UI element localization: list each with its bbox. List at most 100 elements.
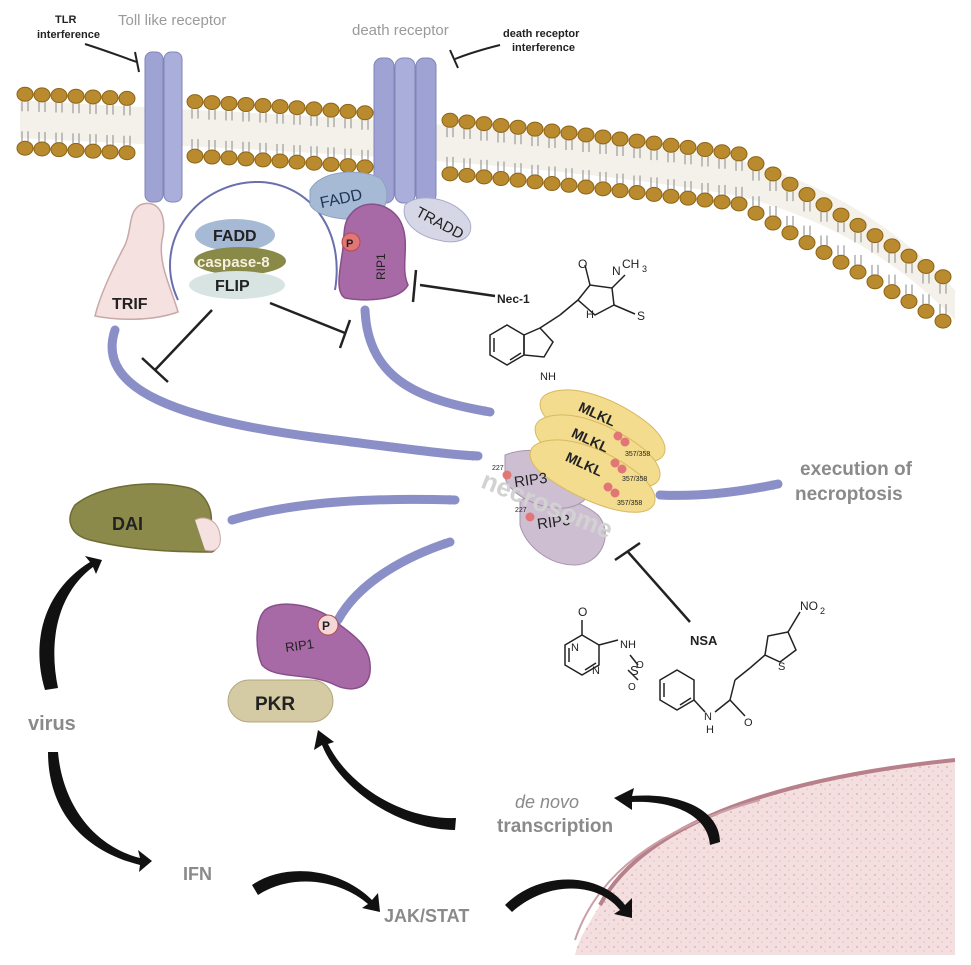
lipid-head-outer — [356, 105, 374, 121]
disc-inhibits-trif — [141, 309, 213, 383]
disc-caspase-8-label: caspase-8 — [197, 254, 270, 271]
lipid-head-inner — [50, 142, 68, 158]
mlkl-2-site: 357/358 — [622, 476, 647, 483]
lipid-tail — [208, 139, 216, 150]
lipid-head-outer — [271, 99, 289, 115]
lipid-tail — [939, 283, 947, 294]
lipid-head-inner — [832, 254, 850, 270]
toll-like-receptor — [144, 51, 183, 203]
rip1-lower-phospho-label: P — [322, 619, 330, 633]
lipid-head-outer — [832, 207, 850, 223]
lipid-tail — [599, 171, 607, 182]
arrow-transcription-to-pkr — [314, 730, 456, 830]
arrow-to-execution — [655, 479, 783, 500]
nsa-chem-n2: N — [592, 665, 600, 677]
lipid-tail — [497, 161, 505, 172]
nec1-inhibitor — [411, 269, 496, 303]
lipid-tail — [582, 141, 590, 152]
lipid-tail — [259, 142, 267, 153]
lipid-tail — [106, 134, 114, 145]
lipid-head-outer — [764, 166, 782, 182]
lipid-tail — [616, 173, 624, 184]
lipid-tail — [650, 177, 658, 188]
lipid-tail — [89, 103, 97, 114]
nucleus — [574, 758, 956, 955]
arrow-ifn-to-jakstat — [252, 871, 380, 912]
lipid-tail — [480, 159, 488, 170]
nsa-chem-n3: N — [704, 711, 712, 723]
lipid-tail — [684, 154, 692, 165]
lipid-tail — [820, 235, 828, 246]
lipid-head-outer — [492, 117, 510, 133]
lipid-head-outer — [475, 116, 493, 132]
lipid-head-inner — [118, 145, 136, 161]
lipid-tail — [276, 143, 284, 154]
pathway-arrows — [107, 305, 783, 625]
dai: DAI — [69, 483, 221, 553]
lipid-tail — [837, 222, 845, 233]
lipid-tail — [21, 131, 29, 142]
lipid-tail — [208, 109, 216, 120]
lipid-tail — [242, 111, 250, 122]
lipid-head-outer — [594, 129, 612, 145]
lipid-head-outer — [339, 103, 357, 119]
lipid-head-outer — [509, 119, 527, 135]
lipid-head-outer — [611, 131, 629, 147]
lipid-head-inner — [339, 158, 357, 174]
rip1-lower: RIP1 P — [256, 603, 371, 690]
lipid-tail — [922, 294, 930, 305]
lipid-tail — [344, 148, 352, 159]
nsa-structure — [564, 611, 801, 717]
lipid-head-inner — [458, 167, 476, 183]
death-receptor — [373, 57, 437, 204]
lipid-tail — [514, 163, 522, 174]
lipid-head-outer — [849, 217, 867, 233]
lipid-head-inner — [186, 148, 204, 164]
lipid-head-inner — [696, 192, 714, 208]
lipid-head-inner — [900, 293, 918, 309]
pkr-label: PKR — [255, 694, 295, 715]
lipid-head-inner — [33, 141, 51, 157]
lipid-head-outer — [679, 139, 697, 155]
lipid-head-outer — [84, 89, 102, 105]
nec1-chem-o: O — [578, 257, 587, 271]
rip1-lower-phospho — [317, 614, 339, 636]
rip3-lower-phospho — [525, 512, 535, 522]
lipid-tail — [650, 150, 658, 161]
arrow-virus-to-dai — [39, 556, 102, 690]
lipid-tail — [531, 164, 539, 175]
cell-membrane — [16, 86, 955, 329]
lipid-head-inner — [84, 143, 102, 159]
lipid-head-outer — [696, 142, 714, 158]
rip3-lower-site: 227 — [515, 507, 527, 514]
lipid-head-outer — [577, 127, 595, 143]
disc-inhibits-rip1 — [269, 301, 352, 349]
lipid-head-inner — [764, 215, 782, 231]
nsa-chem-o2: O — [636, 660, 644, 671]
lipid-head-inner — [662, 188, 680, 204]
lipid-tail — [888, 252, 896, 263]
lipid-tail — [446, 127, 454, 138]
lipid-head-outer — [220, 96, 238, 112]
lipid-head-outer — [67, 88, 85, 104]
lipid-head-outer — [917, 258, 935, 274]
rip1-upper-phospho — [341, 232, 361, 252]
mlkl-3-site: 357/358 — [617, 500, 642, 507]
lipid-tail — [701, 156, 709, 167]
lipid-tail — [55, 102, 63, 113]
lipid-tail — [548, 138, 556, 149]
mlkl-3-phospho-b — [610, 488, 620, 498]
lipid-head-inner — [815, 244, 833, 260]
lipid-tail — [497, 132, 505, 143]
rip3-upper-site: 227 — [492, 465, 504, 472]
lipid-tail — [837, 245, 845, 256]
virus-label: virus — [28, 713, 76, 735]
lipid-tail — [327, 117, 335, 128]
lipid-tail — [633, 175, 641, 186]
trif-label: TRIF — [112, 296, 148, 313]
tlr-interference-label-1: TLR — [55, 14, 76, 26]
lipid-tail — [38, 131, 46, 142]
lipid-head-inner — [271, 153, 289, 169]
lipid-head-inner — [322, 156, 340, 172]
